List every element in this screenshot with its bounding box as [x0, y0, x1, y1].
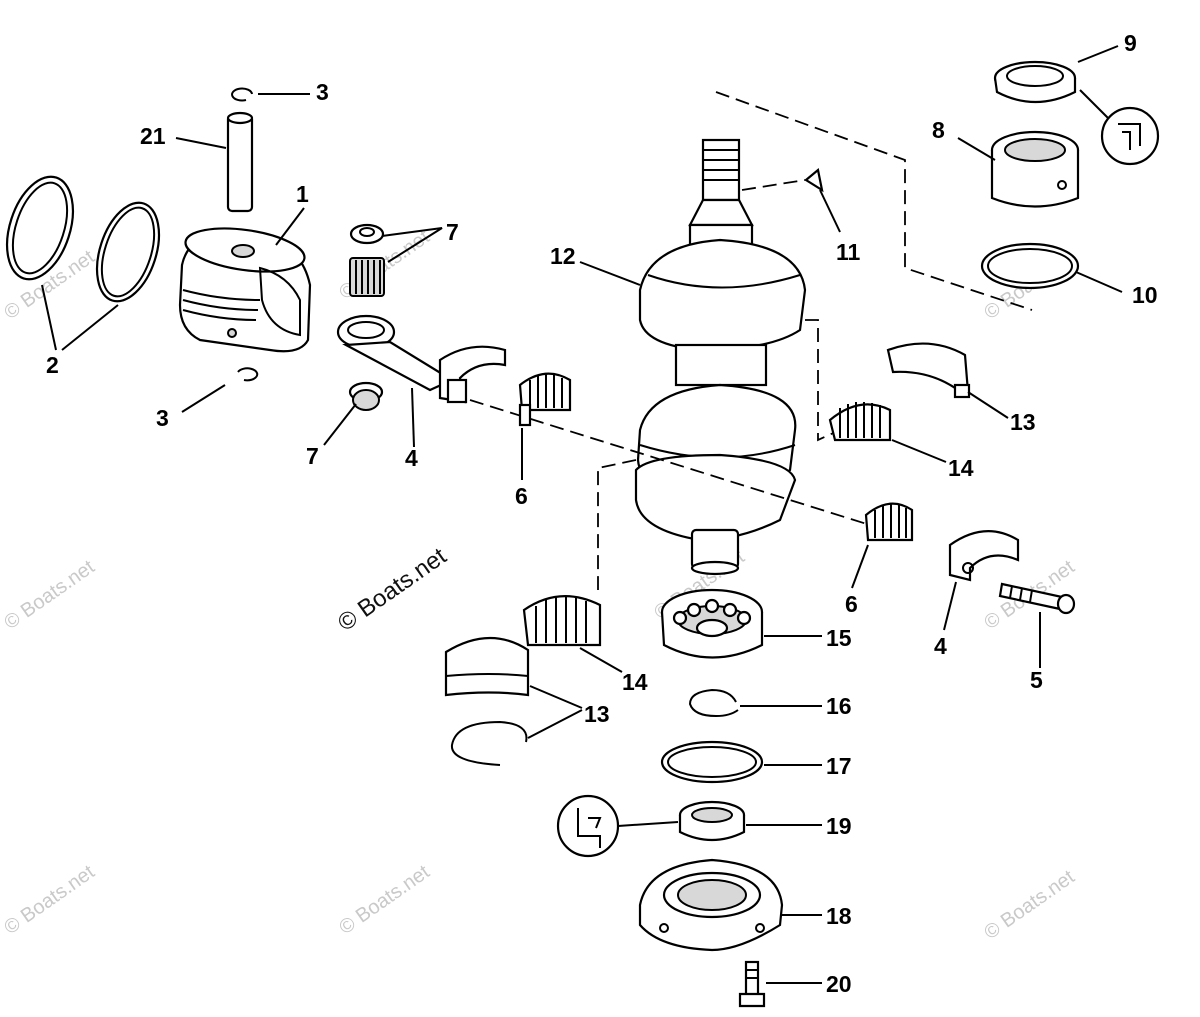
callout-6-right: 6 — [845, 591, 858, 617]
callout-19: 19 — [826, 813, 852, 839]
housing-bolt — [738, 960, 766, 1008]
callout-3-bottom: 3 — [156, 405, 169, 431]
woodruff-key — [804, 167, 824, 193]
callout-8: 8 — [932, 117, 945, 143]
grease-icon — [1100, 106, 1160, 166]
callout-13-upper: 13 — [1010, 409, 1036, 435]
callout-9: 9 — [1124, 30, 1137, 56]
piston-rings — [6, 175, 161, 303]
callout-21: 21 — [140, 123, 166, 149]
bearing-retainer-ring — [450, 720, 528, 766]
pin-bearing-washer-top — [349, 223, 385, 245]
rod-cap-screw — [998, 582, 1076, 615]
callout-14-lower: 14 — [622, 669, 648, 695]
pin-needle-bearing — [349, 257, 385, 297]
callout-2: 2 — [46, 352, 59, 378]
connecting-rod — [336, 314, 507, 404]
needle-bearing-half-lower — [522, 595, 602, 647]
needle-bearing-half-upper — [828, 402, 892, 442]
callout-14-upper: 14 — [948, 455, 974, 481]
callout-10: 10 — [1132, 282, 1158, 308]
grease-icon — [556, 794, 620, 858]
crankshaft — [634, 138, 807, 576]
watermark-faint: © Boats.net — [335, 861, 434, 939]
pin-retainer-top — [231, 87, 253, 102]
lower-bearing-housing — [638, 858, 784, 952]
pin-retainer-bottom — [237, 367, 259, 382]
ball-bearing — [660, 588, 764, 659]
connecting-rod-cap — [948, 530, 1020, 582]
pin-bearing-washer-bottom — [348, 381, 384, 411]
piston-pin — [226, 111, 254, 213]
callout-15: 15 — [826, 625, 852, 651]
snap-ring — [688, 688, 739, 718]
callout-4-cap: 4 — [934, 633, 947, 659]
rod-needle-bearing-right — [864, 502, 914, 542]
top-seal — [993, 60, 1077, 104]
callout-18: 18 — [826, 903, 852, 929]
lower-seal — [678, 800, 746, 842]
rod-needle-bearing-left — [518, 372, 572, 427]
upper-main-bearing — [990, 130, 1080, 208]
piston — [178, 227, 312, 353]
o-ring — [980, 242, 1080, 290]
watermark-faint: © Boats.net — [980, 866, 1079, 944]
lower-o-ring — [660, 740, 764, 784]
callout-7-bottom: 7 — [306, 443, 319, 469]
callout-17: 17 — [826, 753, 852, 779]
callout-20: 20 — [826, 971, 852, 997]
callout-5: 5 — [1030, 667, 1043, 693]
callout-6-left: 6 — [515, 483, 528, 509]
callout-13-lower: 13 — [584, 701, 610, 727]
callout-3-top: 3 — [316, 79, 329, 105]
watermark-main: © Boats.net — [333, 542, 452, 636]
bearing-cage-half-upper — [886, 342, 971, 399]
watermark-faint: © Boats.net — [0, 556, 99, 634]
watermark-faint: © Boats.net — [0, 861, 99, 939]
callout-1: 1 — [296, 181, 309, 207]
callout-7-top: 7 — [446, 219, 459, 245]
callout-11: 11 — [836, 239, 861, 265]
faint-watermarks: © Boats.net © Boats.net © Boats.net © Bo… — [0, 226, 1079, 944]
callout-12: 12 — [550, 243, 576, 269]
callout-numbers: 1 2 3 3 4 4 5 6 6 7 7 8 9 10 11 12 13 13… — [46, 30, 1158, 997]
bearing-cage-half-lower — [444, 636, 530, 697]
callout-4-rod: 4 — [405, 445, 418, 471]
callout-16: 16 — [826, 693, 852, 719]
